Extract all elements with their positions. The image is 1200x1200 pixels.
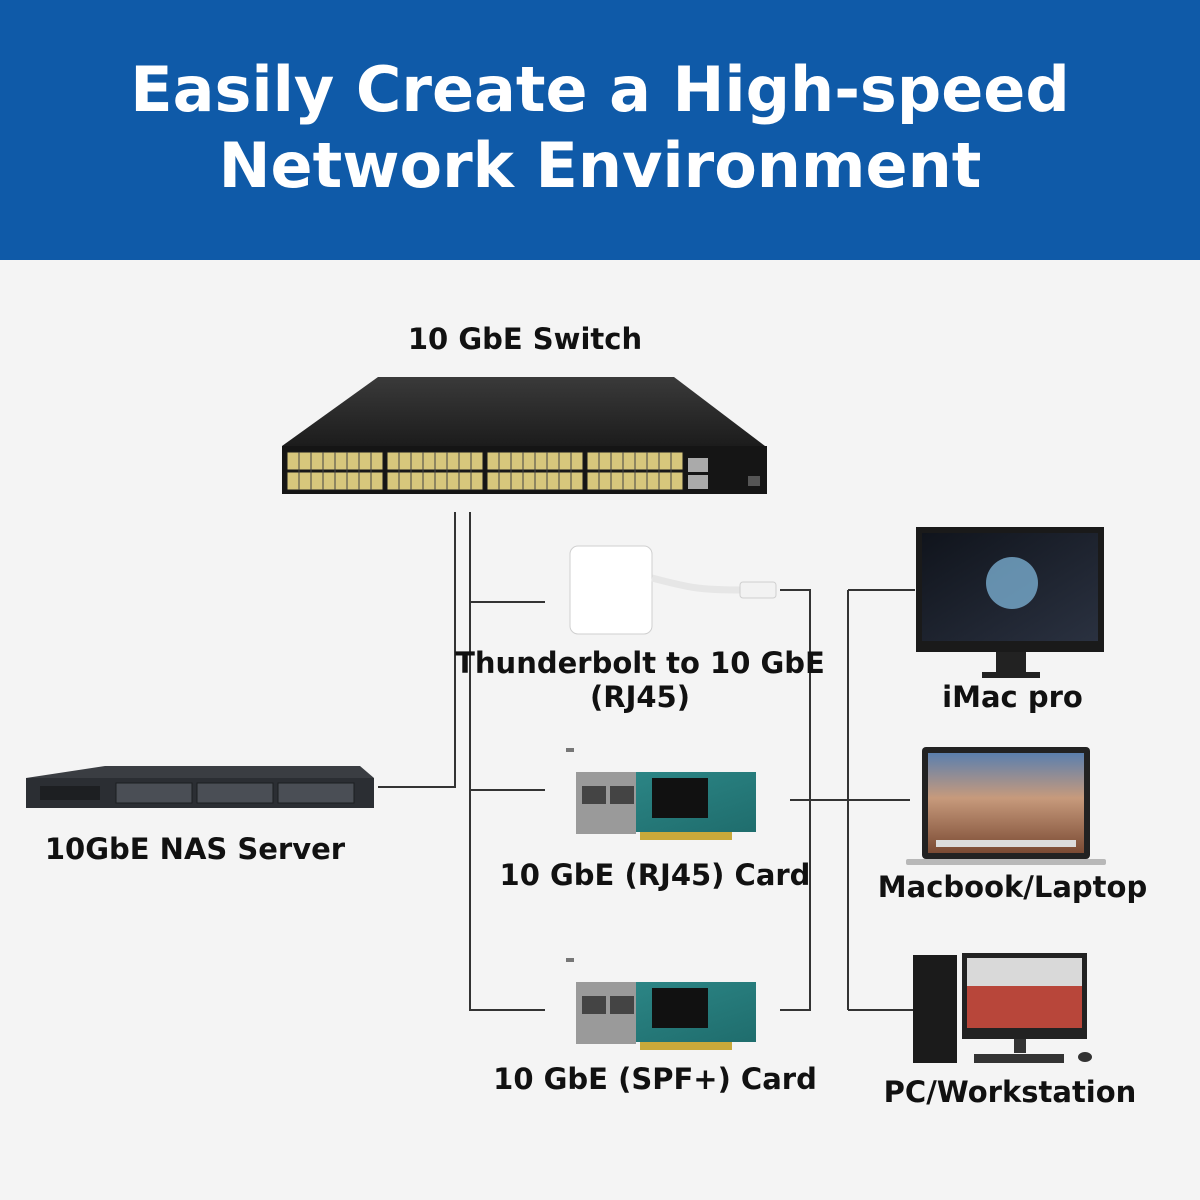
thunderbolt-label-line-1: Thunderbolt to 10 GbE bbox=[455, 646, 825, 680]
connection-lines bbox=[378, 512, 915, 1011]
laptop-icon bbox=[906, 747, 1106, 865]
rj45-card-image bbox=[566, 748, 756, 840]
imac-icon bbox=[916, 527, 1104, 678]
banner-title-line-2: Network Environment bbox=[218, 129, 982, 202]
imac-label: iMac pro bbox=[942, 680, 1083, 714]
nas-label: 10GbE NAS Server bbox=[44, 832, 346, 866]
rack-server-icon bbox=[26, 766, 374, 808]
rj45-card-label: 10 GbE (RJ45) Card bbox=[499, 858, 811, 892]
macbook-label: Macbook/Laptop bbox=[877, 870, 1148, 904]
pc-label: PC/Workstation bbox=[883, 1075, 1137, 1109]
desktop-pc-icon bbox=[913, 953, 1092, 1063]
line-switch-to-devices bbox=[469, 512, 545, 1011]
banner-title: Easily Create a High-speed Network Envir… bbox=[0, 52, 1200, 204]
switch-label: 10 GbE Switch bbox=[407, 322, 643, 356]
thunderbolt-adapter-icon bbox=[569, 545, 777, 635]
header-banner: Easily Create a High-speed Network Envir… bbox=[0, 0, 1200, 260]
sfp-card-image bbox=[566, 958, 756, 1050]
banner-title-line-1: Easily Create a High-speed bbox=[130, 53, 1070, 126]
network-switch-icon bbox=[282, 377, 767, 494]
line-switch-to-nas bbox=[378, 512, 456, 788]
thunderbolt-label: Thunderbolt to 10 GbE (RJ45) bbox=[455, 646, 825, 714]
sfp-card-label: 10 GbE (SPF+) Card bbox=[493, 1062, 817, 1096]
thunderbolt-label-line-2: (RJ45) bbox=[590, 680, 690, 714]
